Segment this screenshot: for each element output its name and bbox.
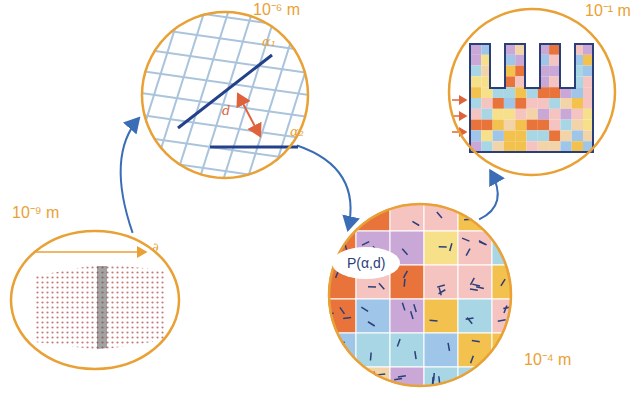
circle-outline — [448, 8, 616, 176]
flow-arrow — [479, 171, 498, 220]
scale-circle: 10⁻⁴ mP(α,d) — [328, 203, 512, 387]
scale-label: 10⁻⁹ m — [12, 204, 59, 222]
scale-label: 10⁻⁴ m — [524, 351, 571, 369]
circle-outline — [328, 203, 512, 387]
scale-label: 10⁻⁶ m — [253, 1, 300, 19]
probability-blob: P(α,d) — [332, 247, 400, 279]
blob-label: P(α,d) — [332, 255, 400, 271]
axis-label: ∂ — [152, 240, 159, 256]
circle-outline — [141, 11, 309, 179]
scale-label: 10⁻¹ m — [585, 2, 631, 20]
flow-arrow — [121, 118, 139, 233]
flow-arrow — [297, 145, 350, 230]
distance-label: d — [222, 103, 230, 119]
angle-label: α₁ — [262, 34, 276, 50]
scale-circle: 10⁻⁶ m — [141, 11, 309, 179]
angle-label: α₂ — [290, 124, 304, 140]
scale-circle: 10⁻¹ m — [448, 8, 616, 176]
